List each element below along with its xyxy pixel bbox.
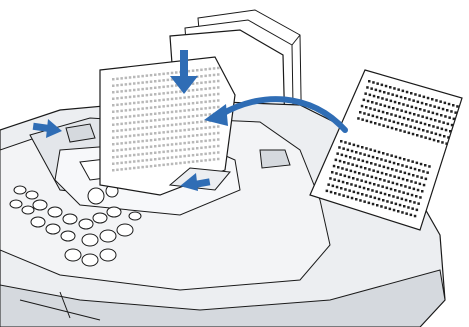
illustration-stage — [0, 0, 469, 327]
fax-illustration — [0, 0, 469, 327]
